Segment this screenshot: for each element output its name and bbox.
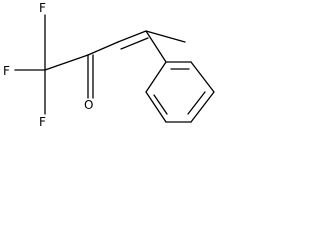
molecule-structure: F F F O — [3, 1, 215, 129]
bond-c4-phenyl — [145, 30, 167, 63]
phenyl-bond-3 — [190, 91, 215, 123]
fluorine-label-top: F — [39, 1, 46, 15]
bond-alkene-1 — [117, 30, 147, 43]
oxygen-label: O — [84, 98, 93, 112]
fluorine-label-bottom: F — [39, 115, 46, 129]
bond-c1-c2 — [44, 54, 89, 71]
phenyl-bond-6 — [145, 61, 167, 93]
bond-c2-c3 — [87, 41, 119, 56]
bond-c4-methyl — [145, 30, 186, 43]
bond-alkene-2 — [120, 37, 149, 50]
phenyl-bond-5 — [145, 91, 167, 123]
phenyl-bond-2 — [190, 61, 215, 93]
phenyl-inner-bond-2 — [187, 91, 206, 115]
fluorine-label-left: F — [3, 64, 10, 78]
phenyl-inner-bond-3 — [153, 94, 168, 115]
structure-canvas: F F F O — [0, 0, 231, 145]
